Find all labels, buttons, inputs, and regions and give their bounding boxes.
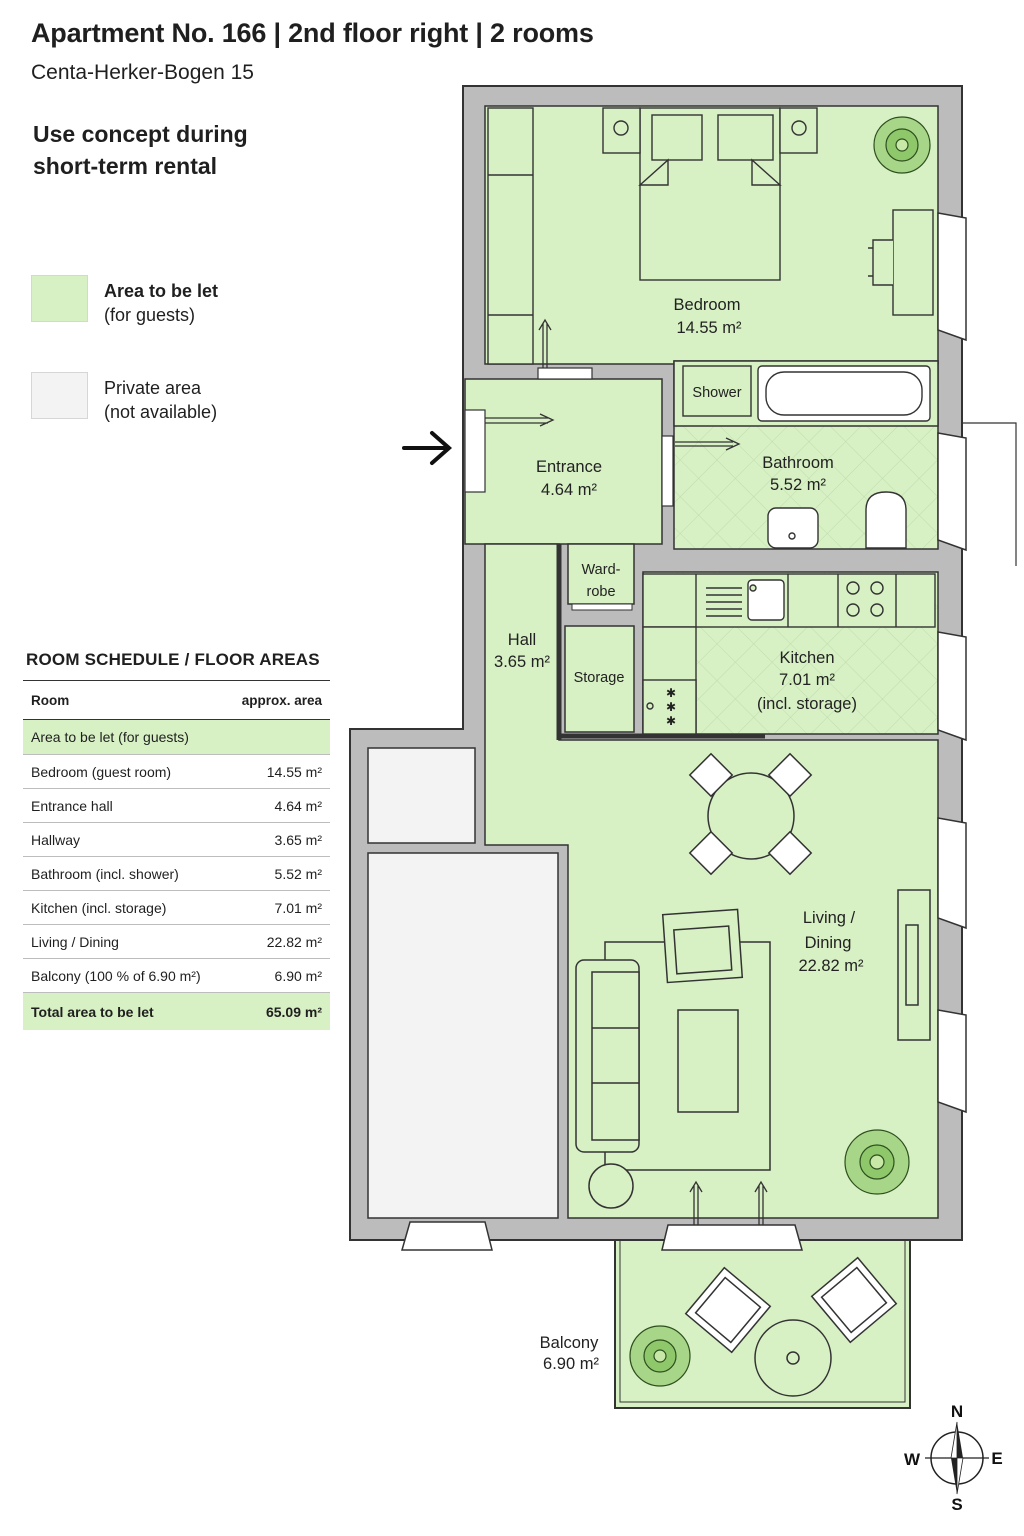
room-schedule: ROOM SCHEDULE / FLOOR AREAS Room approx.… <box>23 650 330 1030</box>
entrance-floor <box>464 378 663 545</box>
entrance-arrow <box>402 431 453 465</box>
table-row: Bedroom (guest room)14.55 m² <box>23 754 330 789</box>
schedule-header-row: Room approx. area <box>23 680 330 720</box>
table-row: Kitchen (incl. storage)7.01 m² <box>23 890 330 925</box>
entrance-label: Entrance <box>536 458 602 476</box>
plant-icon <box>844 1129 910 1195</box>
svg-text:✱: ✱ <box>666 714 676 728</box>
private-room-large <box>367 852 559 1219</box>
wardrobe-floor <box>567 543 635 605</box>
legend-item-private: Private area (not available) <box>31 372 331 422</box>
dining-table <box>688 752 813 876</box>
room-cell: Kitchen (incl. storage) <box>23 890 226 925</box>
plant-icon <box>873 116 931 174</box>
area-cell: 14.55 m² <box>225 754 330 789</box>
table-row: Bathroom (incl. shower)5.52 m² <box>23 856 330 891</box>
schedule-heading: ROOM SCHEDULE / FLOOR AREAS <box>26 650 320 669</box>
schedule-table: Room approx. area Area to be let (for gu… <box>23 680 330 1030</box>
compass-north: N <box>951 1402 963 1421</box>
area-cell: 5.52 m² <box>225 856 330 891</box>
concept-line-2: short-term rental <box>33 153 218 179</box>
col-room-header: Room <box>23 680 226 720</box>
plant-icon <box>629 1325 691 1387</box>
wardrobe-rail <box>571 603 633 611</box>
kitchen-note: (incl. storage) <box>757 695 857 713</box>
compass-west: W <box>904 1450 921 1469</box>
balcony-area: 6.90 m² <box>543 1355 599 1373</box>
table-row: Balcony (100 % of 6.90 m²)6.90 m² <box>23 958 330 993</box>
svg-text:✱: ✱ <box>666 700 676 714</box>
living-label-1: Living / <box>803 909 856 927</box>
total-label: Total area to be let <box>31 1003 154 1020</box>
hall-area: 3.65 m² <box>494 653 550 671</box>
svg-text:✱: ✱ <box>666 686 676 700</box>
concept-heading: Use concept during short-term rental <box>33 118 333 182</box>
compass-icon <box>925 1421 989 1495</box>
schedule-section-row: Area to be let (for guests) <box>23 719 330 755</box>
legend-item-let: Area to be let (for guests) <box>31 275 331 325</box>
area-cell: 22.82 m² <box>225 924 330 959</box>
legend-text-let: Area to be let (for guests) <box>104 279 218 327</box>
kitchen-fixtures <box>642 573 936 735</box>
windows <box>401 212 967 1251</box>
bathroom-fixtures <box>682 365 931 549</box>
compass-south: S <box>951 1495 962 1514</box>
area-cell: 4.64 m² <box>225 788 330 823</box>
room-cell: Bathroom (incl. shower) <box>23 856 226 891</box>
bedroom-area: 14.55 m² <box>676 319 742 337</box>
col-area-header: approx. area <box>225 680 330 720</box>
address: Centa-Herker-Bogen 15 <box>31 61 254 84</box>
entrance-area: 4.64 m² <box>541 481 597 499</box>
area-cell: 7.01 m² <box>225 890 330 925</box>
room-cell: Entrance hall <box>23 788 226 823</box>
balcony-label: Balcony <box>540 1334 599 1352</box>
schedule-total-row: Total area to be let 65.09 m² <box>23 992 330 1030</box>
living-furniture <box>575 889 931 1209</box>
legend-swatch-private <box>31 372 88 419</box>
room-cell: Living / Dining <box>23 924 226 959</box>
exterior-line <box>962 422 1017 566</box>
legend-text-private: Private area (not available) <box>104 376 217 424</box>
compass-east: E <box>991 1449 1002 1468</box>
balcony-furniture <box>684 1256 898 1397</box>
wardrobe-label-1: Ward- <box>582 562 621 578</box>
storage-label: Storage <box>574 670 625 686</box>
room-cell: Hallway <box>23 822 226 857</box>
bathroom-label: Bathroom <box>762 454 834 472</box>
living-label-2: Dining <box>805 934 852 952</box>
entrance-door <box>464 409 486 493</box>
bathroom-door <box>661 435 674 507</box>
bedroom-label: Bedroom <box>674 296 741 314</box>
page-title: Apartment No. 166 | 2nd floor right | 2 … <box>31 18 594 48</box>
stove-knobs: ✱✱✱ <box>666 686 676 728</box>
concept-line-1: Use concept during <box>33 121 248 147</box>
shower-label: Shower <box>692 385 741 401</box>
legend-subtitle-private: (not available) <box>104 402 218 422</box>
private-room-small <box>367 747 476 844</box>
legend-title-let: Area to be let <box>104 281 219 301</box>
hall-label: Hall <box>508 631 536 649</box>
legend-swatch-let <box>31 275 88 322</box>
bedroom-door <box>537 367 593 380</box>
bedroom-furniture <box>487 107 934 365</box>
kitchen-area: 7.01 m² <box>779 671 835 689</box>
room-cell: Bedroom (guest room) <box>23 754 226 789</box>
total-value: 65.09 m² <box>265 1003 322 1020</box>
wardrobe-label-2: robe <box>586 584 615 600</box>
bathroom-area: 5.52 m² <box>770 476 826 494</box>
storage-floor <box>564 625 635 733</box>
legend-title-private: Private area <box>104 378 202 398</box>
room-cell: Balcony (100 % of 6.90 m²) <box>23 958 226 993</box>
legend-subtitle-let: (for guests) <box>104 305 196 325</box>
area-cell: 3.65 m² <box>225 822 330 857</box>
living-area: 22.82 m² <box>798 957 864 975</box>
area-cell: 6.90 m² <box>225 958 330 993</box>
section-label: Area to be let (for guests) <box>23 719 330 755</box>
kitchen-label: Kitchen <box>779 649 834 667</box>
